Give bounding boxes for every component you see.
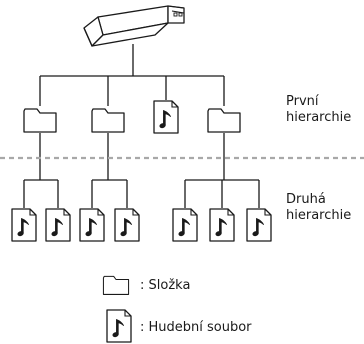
music-file-icon — [246, 208, 272, 242]
music-file-icon — [209, 208, 235, 242]
tree-connectors — [23, 44, 260, 208]
legend-music-file-label: : Hudební soubor — [140, 320, 252, 335]
legend-music-file-icon — [106, 309, 132, 343]
second-level-label-line2: hierarchie — [286, 208, 352, 223]
first-level-label-line1: První — [286, 94, 319, 109]
music-file-icon — [172, 208, 198, 242]
second-level-label-line1: Druhá — [286, 192, 326, 207]
legend-folder-label: : Složka — [140, 278, 191, 293]
first-level-label-line2: hierarchie — [286, 110, 352, 125]
music-file-icon — [45, 208, 71, 242]
folder-icon — [207, 108, 241, 133]
folder-icon — [23, 108, 57, 133]
music-file-icon — [114, 208, 140, 242]
music-file-icon — [153, 100, 179, 134]
folder-icon — [91, 108, 125, 133]
music-file-icon — [79, 208, 105, 242]
usb-drive-icon — [83, 5, 185, 47]
legend-folder-icon — [102, 275, 130, 296]
music-file-icon — [11, 208, 37, 242]
